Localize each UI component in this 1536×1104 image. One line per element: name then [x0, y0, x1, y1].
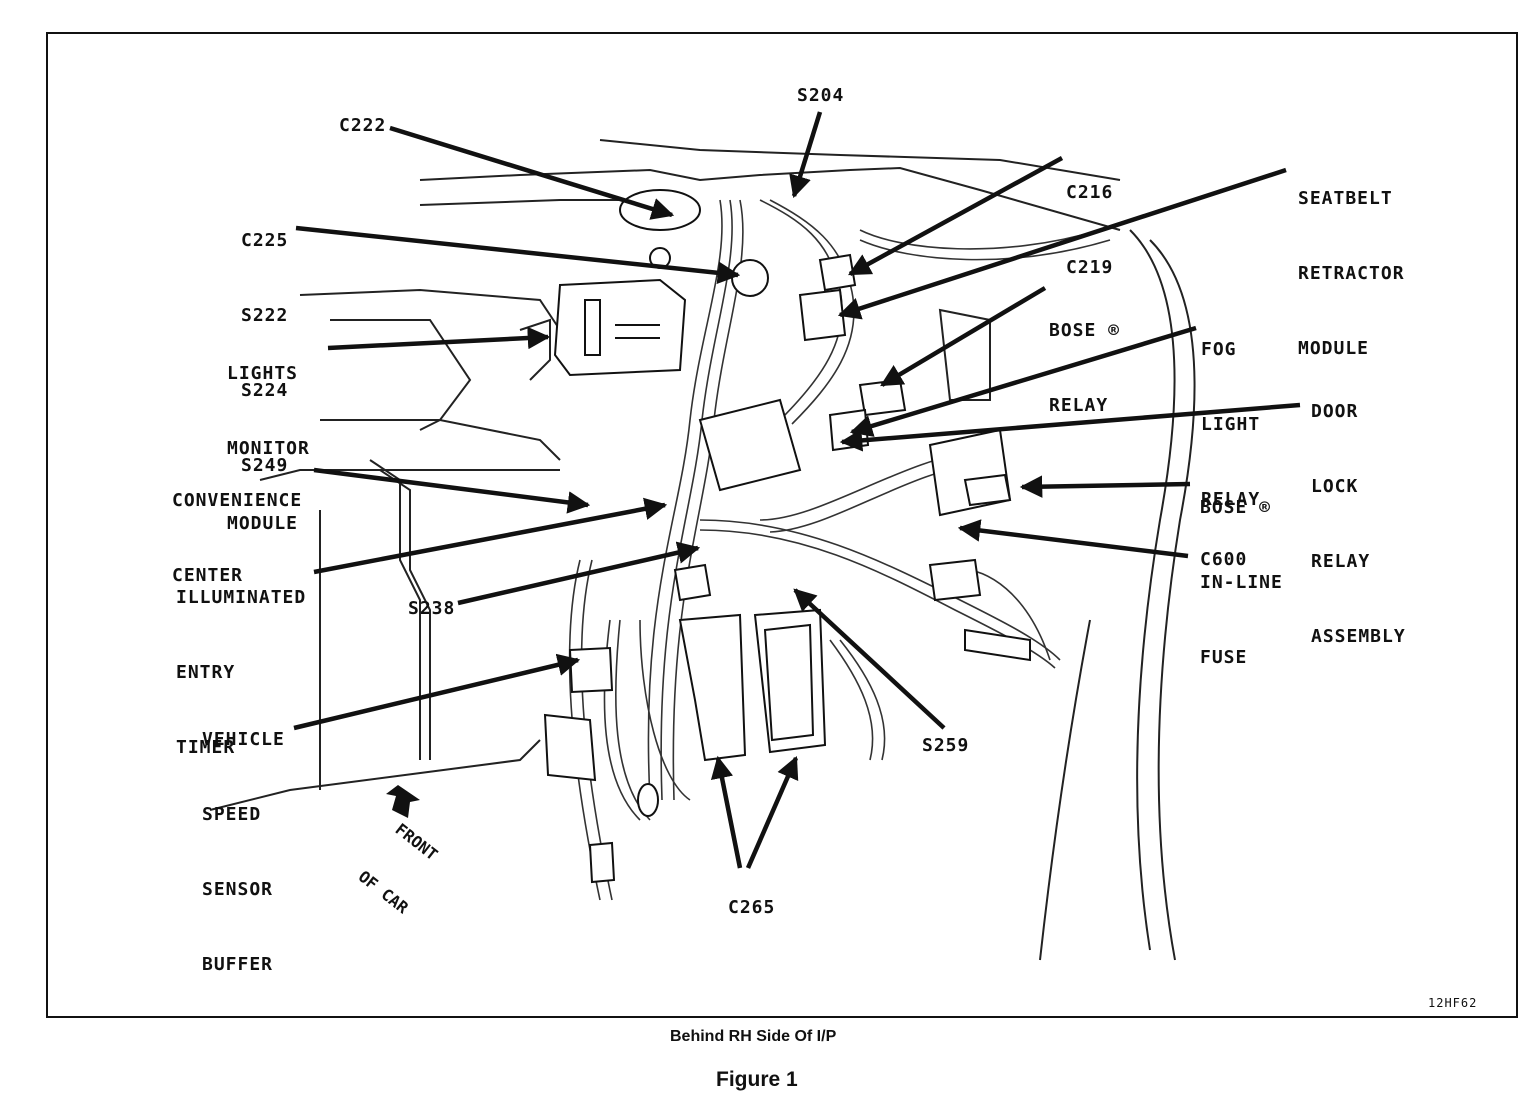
label-line: RELAY [1049, 395, 1109, 416]
arrow-s259 [793, 588, 946, 730]
label-line: FUSE [1200, 647, 1248, 668]
convenience-center-body [698, 398, 802, 492]
label-s259: S259 [922, 735, 970, 756]
label-c219: C219 [1066, 257, 1114, 278]
label-line: BOSE ® [1200, 497, 1272, 518]
arrow-c265-left [710, 755, 743, 869]
label-c222: C222 [339, 115, 387, 136]
label-line: RELAY [1311, 551, 1371, 572]
label-line: LIGHTS [227, 363, 299, 384]
arrow-bose-fuse [1019, 475, 1191, 498]
arrow-c265-right [745, 755, 799, 869]
label-s249: S249 [241, 455, 289, 476]
label-line: BOSE ® [1049, 320, 1121, 341]
label-line: LOCK [1311, 476, 1359, 497]
c265-connector-left [678, 613, 747, 762]
arrow-door-lock [839, 402, 1301, 452]
label-line: ASSEMBLY [1311, 626, 1406, 647]
vehicle-speed-sensor-body [543, 713, 597, 782]
label-convenience-center: CONVENIENCE CENTER [172, 438, 302, 613]
label-lights-monitor-module: LIGHTS MONITOR MODULE [227, 311, 310, 561]
label-fog-light-relay: FOG LIGHT RELAY [1201, 287, 1260, 537]
label-line: TIMER [176, 737, 236, 758]
arrow-c216 [848, 156, 1064, 276]
label-seatbelt-retractor-module: SEATBELT RETRACTOR MODULE [1298, 136, 1405, 386]
label-c265: C265 [728, 897, 776, 918]
label-line: CONVENIENCE [172, 490, 303, 511]
label-line: SPEED [202, 804, 262, 825]
components [543, 189, 1031, 884]
label-s238: S238 [408, 598, 456, 619]
label-c216-c219: C216 C219 [1066, 130, 1113, 305]
label-c225-group: C225 S222 S224 S249 [241, 178, 288, 503]
arrow-fog-light [849, 325, 1197, 437]
label-line: ENTRY [176, 662, 236, 683]
label-line: CENTER [172, 565, 244, 586]
arrow-bose-relay [880, 286, 1047, 387]
label-line: OF CAR [354, 866, 412, 918]
label-line: MODULE [227, 513, 299, 534]
label-vehicle-speed-sensor-buffer: VEHICLE SPEED SENSOR BUFFER [202, 677, 285, 1002]
label-door-lock-relay-assembly: DOOR LOCK RELAY ASSEMBLY [1311, 349, 1406, 674]
label-line: FOG [1201, 339, 1237, 360]
label-c216: C216 [1066, 182, 1114, 203]
arrow-s238 [457, 541, 701, 606]
label-s204: S204 [797, 85, 845, 106]
label-bose-relay: BOSE ® RELAY [1049, 268, 1120, 443]
c600-body [928, 558, 982, 602]
arrow-s204 [789, 111, 823, 199]
arrow-c225 [295, 225, 741, 285]
arrow-seatbelt [837, 167, 1287, 320]
arrow-convenience [313, 467, 591, 514]
dashboard-outline [209, 139, 1196, 961]
lights-monitor-module-body [553, 278, 687, 377]
arrow-c600 [957, 519, 1189, 559]
label-c600: C600 [1200, 549, 1248, 570]
label-line: SEATBELT [1298, 188, 1393, 209]
label-line: LIGHT [1201, 414, 1261, 435]
label-line: MODULE [1298, 338, 1370, 359]
label-line: FRONT [391, 819, 442, 865]
label-c225: C225 [241, 230, 289, 251]
c225-splice [731, 259, 769, 297]
label-s222: S222 [241, 305, 289, 326]
label-line: BUFFER [202, 954, 274, 975]
label-bose-in-line-fuse: BOSE ® IN-LINE FUSE [1200, 445, 1283, 695]
label-line: MONITOR [227, 438, 310, 459]
label-line: DOOR [1311, 401, 1359, 422]
seatbelt-module-connector [798, 288, 847, 342]
diagram-frame [46, 32, 1518, 1018]
label-line: RETRACTOR [1298, 263, 1405, 284]
leader-arrows [293, 111, 1301, 869]
figure-caption: Behind RH Side Of I/P [670, 1028, 837, 1045]
arrow-c222 [389, 125, 675, 220]
label-s224: S224 [241, 380, 289, 401]
arrow-lights-monitor [327, 326, 551, 351]
label-line: RELAY [1201, 489, 1261, 510]
figure-id: 12HF62 [1428, 996, 1478, 1010]
label-line: VEHICLE [202, 729, 285, 750]
label-line: SENSOR [202, 879, 274, 900]
arrow-illuminated [313, 497, 668, 575]
label-line: IN-LINE [1200, 572, 1283, 593]
front-of-car-arrow [386, 785, 420, 818]
label-illuminated-entry-timer: ILLUMINATED ENTRY TIMER [176, 535, 306, 785]
arrow-vehicle-speed [293, 653, 581, 731]
figure-title: Figure 1 [716, 1068, 798, 1091]
label-line: ILLUMINATED [176, 587, 307, 608]
